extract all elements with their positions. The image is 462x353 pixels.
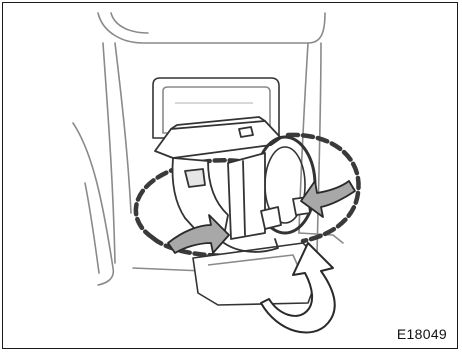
figure-code-label: E18049 xyxy=(397,326,447,342)
cup-holder-illustration xyxy=(3,3,458,349)
figure-frame: E18049 xyxy=(2,2,458,349)
cup-holder-icon xyxy=(155,117,315,252)
